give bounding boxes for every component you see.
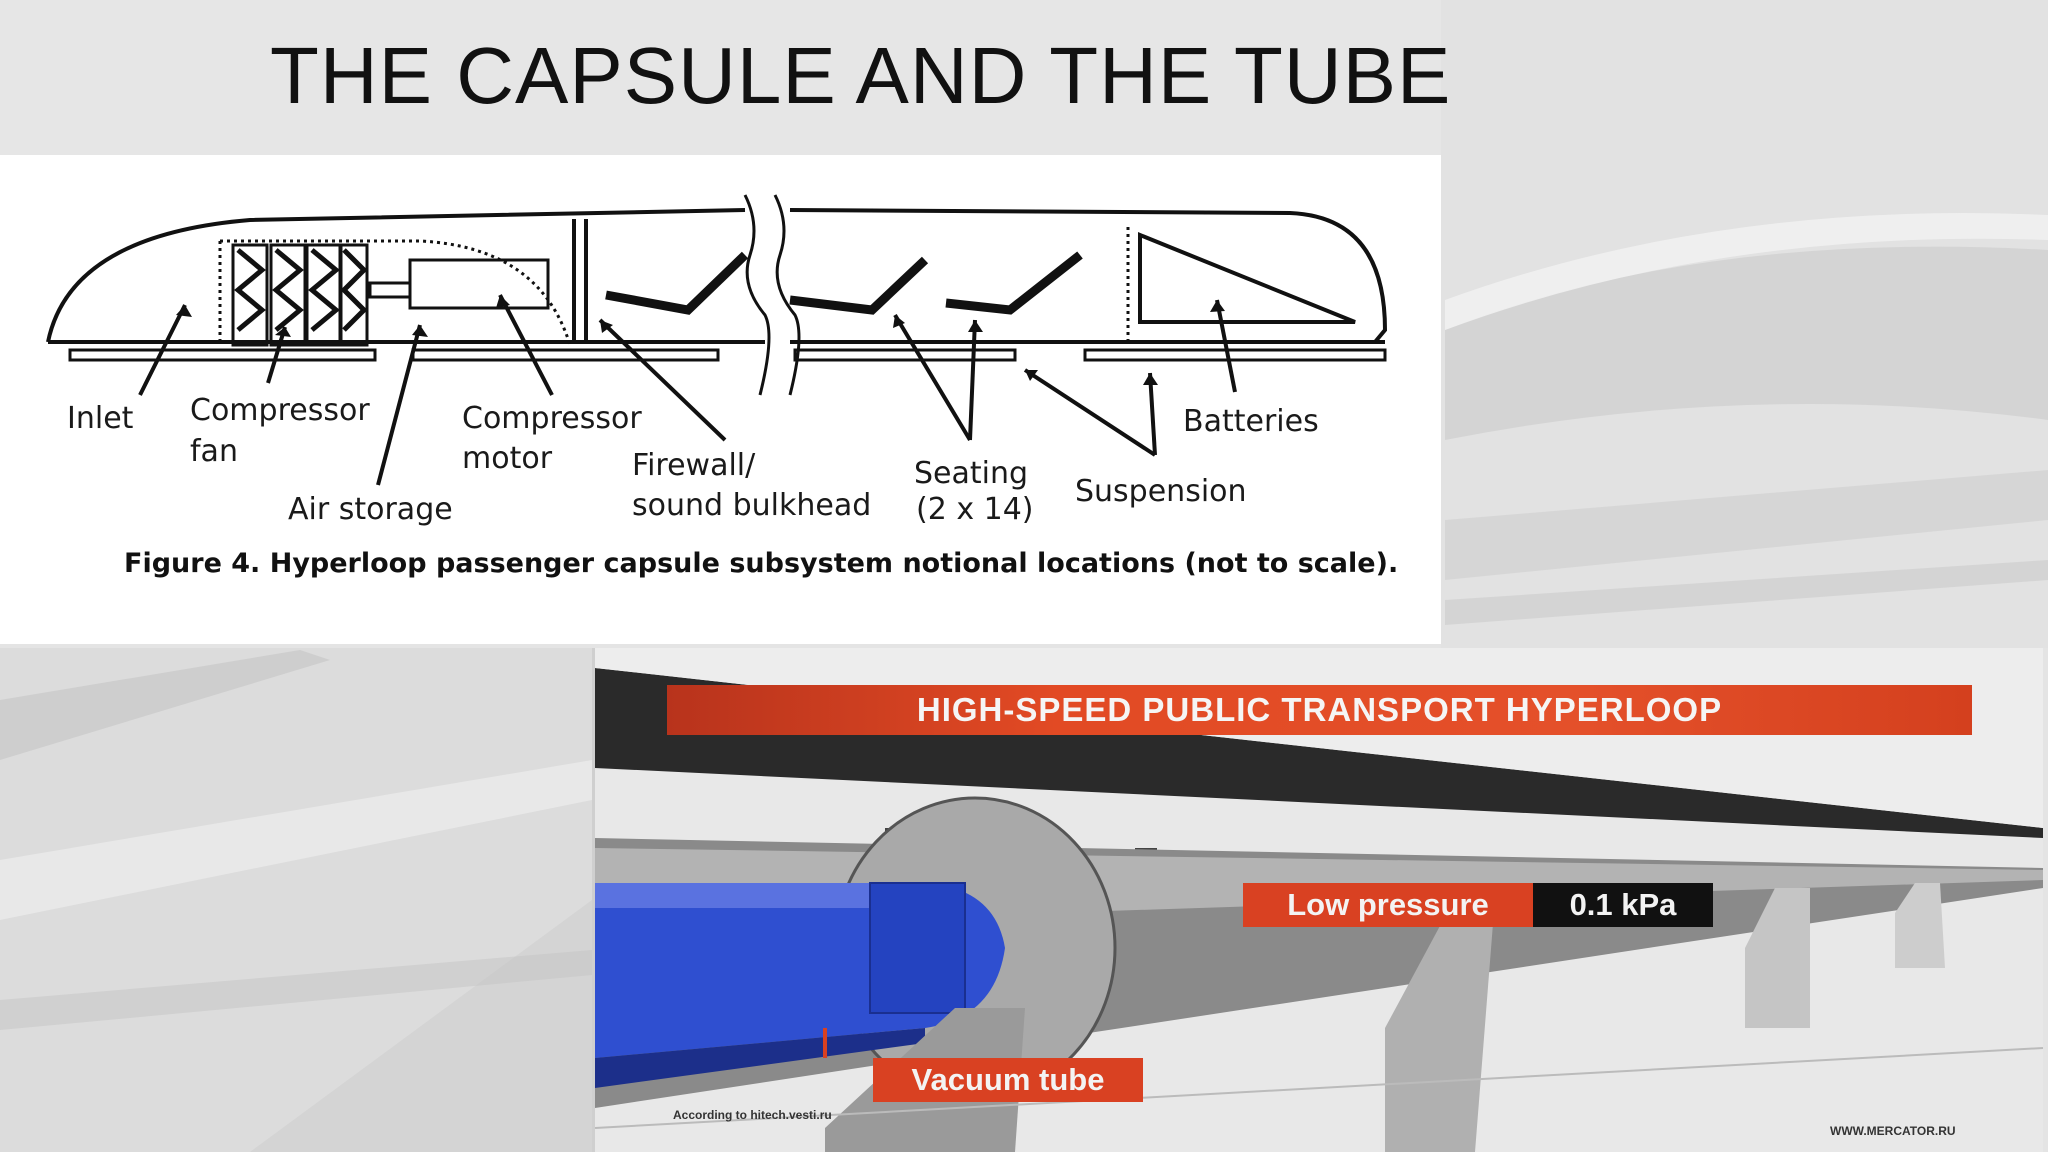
credit-left: According to hitech.vesti.ru [673,1108,832,1122]
label-seating-line1: Seating [914,456,1029,491]
figure-caption: Figure 4. Hyperloop passenger capsule su… [124,548,1399,579]
label-seating-line2: (2 x 14) [916,492,1034,527]
label-batteries: Batteries [1183,404,1319,439]
banner-title: HIGH-SPEED PUBLIC TRANSPORT HYPERLOOP [667,685,1972,735]
label-compressor-motor-line1: Compressor [462,401,642,436]
label-inlet: Inlet [67,401,134,436]
label-firewall-line1: Firewall/ [632,448,756,483]
hyperloop-tube-illustration: HIGH-SPEED PUBLIC TRANSPORT HYPERLOOP Lo… [592,648,2043,1152]
label-compressor-motor-line2: motor [462,441,553,476]
label-suspension: Suspension [1075,474,1247,509]
credit-right: WWW.MERCATOR.RU [1830,1124,1956,1138]
label-air-storage: Air storage [288,492,453,527]
low-pressure-label: Low pressure [1243,883,1533,927]
label-compressor-fan-line2: fan [190,434,238,469]
slide-title: THE CAPSULE AND THE TUBE [270,31,1452,120]
tube-render [595,648,2043,1152]
label-firewall-line2: sound bulkhead [632,488,872,523]
capsule-diagram [46,194,1388,486]
capsule-diagram-figure: Inlet Compressor fan Compressor motor Ai… [0,155,1441,644]
low-pressure-value: 0.1 kPa [1533,883,1713,927]
label-compressor-fan-line1: Compressor [190,393,370,428]
vacuum-tube-label: Vacuum tube [873,1058,1143,1102]
